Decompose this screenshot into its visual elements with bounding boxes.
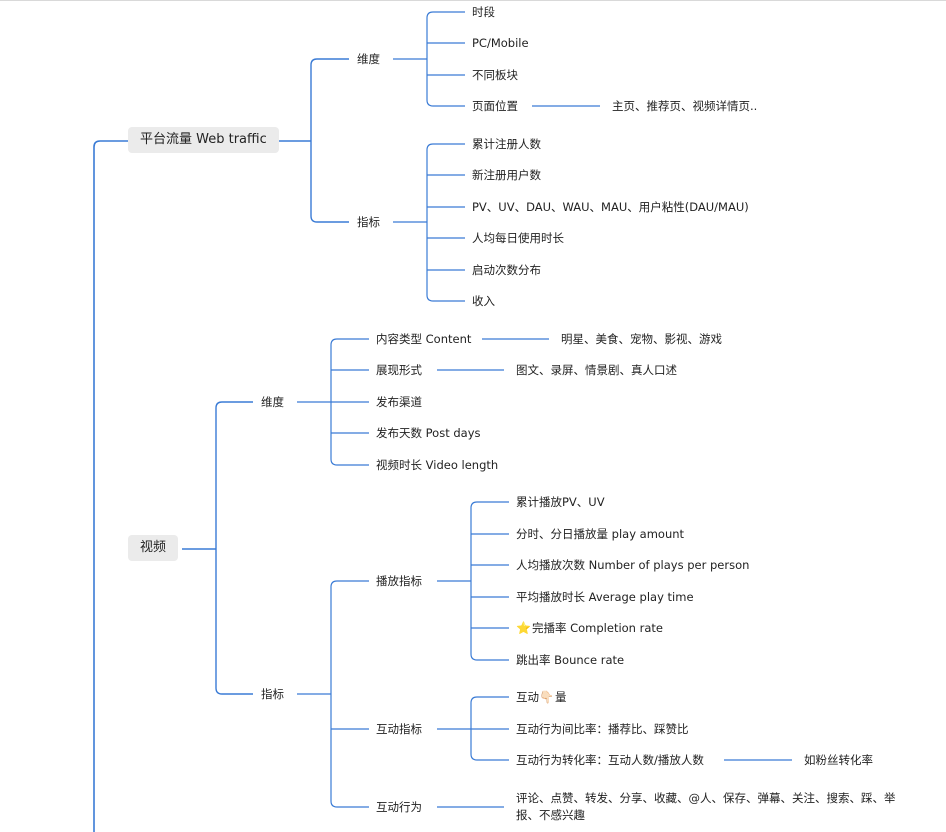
- edge-30: [330, 580, 369, 694]
- node-video-play-metrics[interactable]: 播放指标: [376, 574, 422, 588]
- node-video-format-children[interactable]: 图文、录屏、情景剧、真人口述: [516, 363, 677, 377]
- node-video-dimension[interactable]: 维度: [261, 395, 284, 409]
- node-web-launch-distribution[interactable]: 启动次数分布: [472, 263, 541, 277]
- node-web-dimension[interactable]: 维度: [357, 52, 380, 66]
- node-video-channel[interactable]: 发布渠道: [376, 395, 422, 409]
- node-web-page-position-children[interactable]: 主页、推荐页、视频详情页..: [612, 99, 758, 113]
- edge-41: [470, 696, 509, 729]
- edge-19: [215, 401, 253, 549]
- node-video-post-days[interactable]: 发布天数 Post days: [376, 426, 481, 440]
- node-behavior-children[interactable]: 评论、点赞、转发、分享、收藏、@人、保存、弹幕、关注、搜索、踩、举报、不感兴趣: [516, 791, 896, 822]
- node-interaction-conversion[interactable]: 互动行为转化率：互动人数/播放人数: [516, 753, 704, 767]
- edge-23: [330, 402, 369, 466]
- completion-rate-text: 完播率 Completion rate: [531, 621, 663, 635]
- interaction-volume-pre: 互动: [516, 690, 539, 704]
- edge-6: [426, 11, 465, 59]
- node-video-length[interactable]: 视频时长 Video length: [376, 458, 499, 472]
- node-web-sections[interactable]: 不同板块: [472, 68, 518, 82]
- node-web-pc-mobile[interactable]: PC/Mobile: [472, 36, 529, 50]
- node-video-format[interactable]: 展现形式: [376, 363, 422, 377]
- pointing-hand-icon: 👇🏻: [539, 690, 554, 704]
- edge-7: [426, 59, 465, 107]
- node-interaction-conversion-children[interactable]: 如粉丝转化率: [804, 753, 873, 767]
- edge-34: [470, 501, 509, 581]
- node-play-total-pv-uv[interactable]: 累计播放PV、UV: [516, 495, 605, 509]
- node-interaction-ratio[interactable]: 互动行为间比率：播荐比、踩赞比: [516, 722, 689, 736]
- node-web-pv-uv-dau[interactable]: PV、UV、DAU、WAU、MAU、用户粘性(DAU/MAU): [472, 200, 749, 214]
- node-web-period[interactable]: 时段: [472, 5, 495, 19]
- edge-31: [330, 694, 369, 808]
- node-play-completion-rate[interactable]: ⭐完播率 Completion rate: [516, 620, 663, 636]
- interaction-volume-post: 量: [554, 690, 567, 704]
- node-video[interactable]: 视频: [128, 535, 179, 561]
- edge-3: [310, 58, 349, 141]
- node-web-page-position[interactable]: 页面位置: [472, 99, 518, 113]
- node-video-interaction-metrics[interactable]: 互动指标: [376, 722, 422, 736]
- node-play-bounce-rate[interactable]: 跳出率 Bounce rate: [516, 653, 625, 667]
- node-web-metrics[interactable]: 指标: [357, 215, 380, 229]
- edge-1: [93, 140, 128, 832]
- edge-20: [215, 549, 253, 695]
- edge-35: [470, 581, 509, 661]
- edge-4: [310, 141, 349, 223]
- node-web-traffic[interactable]: 平台流量 Web traffic: [128, 127, 279, 153]
- node-play-avg-time[interactable]: 平均播放时长 Average play time: [516, 590, 694, 604]
- edge-13: [426, 222, 465, 302]
- node-web-revenue[interactable]: 收入: [472, 294, 495, 308]
- node-video-metrics[interactable]: 指标: [261, 687, 284, 701]
- node-web-daily-duration[interactable]: 人均每日使用时长: [472, 231, 564, 245]
- edge-42: [470, 729, 509, 761]
- node-video-content-type[interactable]: 内容类型 Content: [376, 332, 472, 346]
- node-web-total-registered[interactable]: 累计注册人数: [472, 137, 541, 151]
- node-interaction-volume[interactable]: 互动👇🏻量: [516, 689, 566, 705]
- star-icon: ⭐: [516, 621, 531, 635]
- node-play-per-person[interactable]: 人均播放次数 Number of plays per person: [516, 558, 750, 572]
- node-web-new-users[interactable]: 新注册用户数: [472, 168, 541, 182]
- top-border: [0, 0, 946, 1]
- edge-12: [426, 143, 465, 222]
- edge-22: [330, 338, 369, 402]
- node-play-amount[interactable]: 分时、分日播放量 play amount: [516, 527, 685, 541]
- node-video-content-children[interactable]: 明星、美食、宠物、影视、游戏: [561, 332, 722, 346]
- node-video-interaction-behavior[interactable]: 互动行为: [376, 800, 422, 814]
